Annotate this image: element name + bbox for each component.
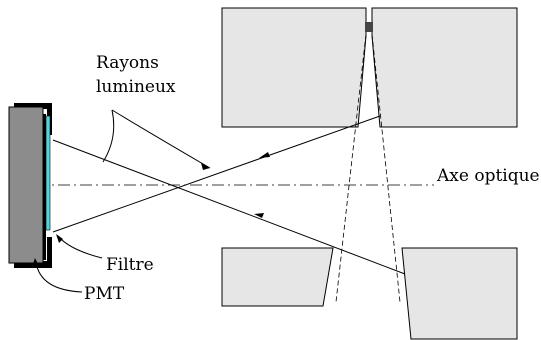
pmt-window bbox=[43, 114, 46, 260]
filter-label: Filtre bbox=[106, 255, 154, 275]
lower-left-block bbox=[221, 247, 334, 307]
ray-1-arrowhead bbox=[254, 213, 264, 218]
light-ray-1 bbox=[52, 139, 406, 275]
slit-marker bbox=[365, 22, 373, 32]
pmt-body bbox=[8, 106, 44, 264]
rays-pointer-right bbox=[111, 109, 211, 169]
pmt-pointer bbox=[35, 261, 83, 293]
filter-plate bbox=[45, 115, 51, 231]
rays-label-line1: Rayons bbox=[96, 53, 159, 73]
pmt-label: PMT bbox=[84, 284, 125, 304]
rays-label-line2: lumineux bbox=[96, 77, 176, 97]
rays-pointer-right-arrowhead bbox=[201, 163, 210, 170]
lower-right-block bbox=[401, 247, 518, 340]
cone-edge-right bbox=[371, 33, 401, 303]
upper-left-block bbox=[221, 7, 367, 128]
upper-right-block bbox=[371, 7, 518, 128]
rays-pointer-left bbox=[102, 109, 115, 163]
optical-axis-label: Axe optique bbox=[436, 166, 540, 186]
pmt-pointer-arrowhead bbox=[32, 258, 39, 267]
filter-pointer-arrowhead bbox=[56, 234, 63, 243]
filter-pointer bbox=[57, 235, 103, 259]
ray-2-arrowhead bbox=[259, 152, 270, 158]
cone-edge-left bbox=[335, 33, 367, 303]
light-ray-2 bbox=[52, 115, 381, 233]
